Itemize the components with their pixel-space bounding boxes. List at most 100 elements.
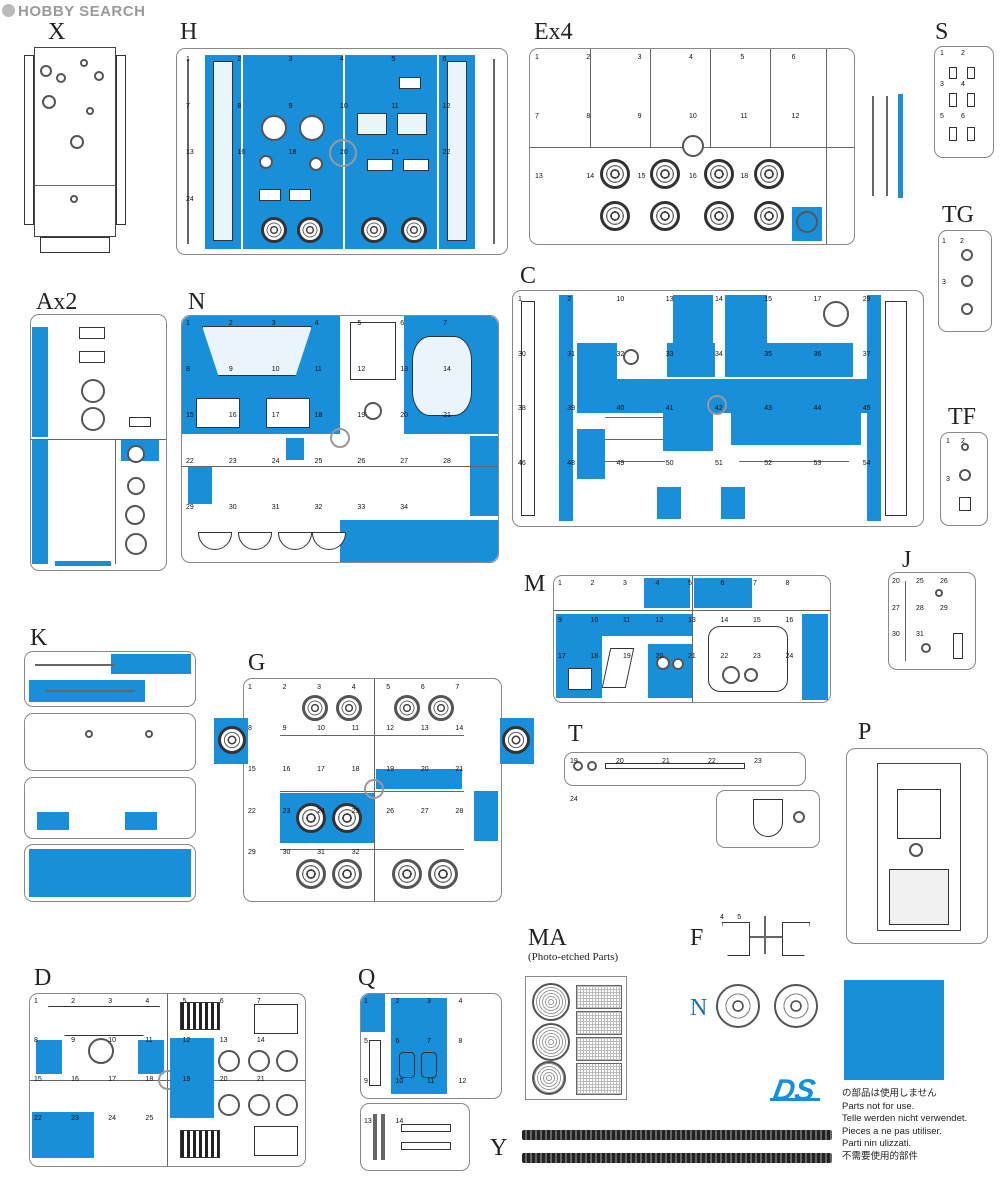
part-number-h: 3 — [288, 56, 293, 63]
part-number-ex4: 18 — [740, 172, 749, 180]
part-number-m: 21 — [688, 653, 696, 661]
part-number-m: 17 — [558, 653, 566, 661]
part-number-c: 37 — [862, 350, 871, 358]
sprue-label-p: P — [858, 719, 872, 745]
part-number-m: 4 — [655, 580, 660, 587]
part-number-n: 18 — [314, 412, 323, 419]
brand-logo-stripe — [770, 1098, 820, 1101]
part-number-g: 21 — [455, 766, 464, 774]
part-number-c: 42 — [715, 405, 723, 412]
part-number-h: 1 — [186, 56, 190, 63]
sprue-label-q: Q — [358, 965, 376, 991]
part-number-n: 6 — [400, 320, 405, 327]
sprue-label-n: N — [188, 289, 206, 315]
part-number-d: 1 — [34, 998, 38, 1005]
part-number-m: 15 — [753, 616, 761, 624]
part-number-h: 12 — [442, 102, 451, 110]
sprue-t — [564, 752, 806, 786]
brand-logo: DS — [770, 1074, 818, 1107]
part-number-j: 20 — [892, 578, 900, 585]
part-number-q: 13 — [364, 1118, 372, 1125]
part-number-d: 9 — [71, 1037, 76, 1044]
sprue-label-ax2: Ax2 — [36, 289, 78, 315]
part-number-d: 11 — [145, 1037, 153, 1044]
part-number-f: 5 — [737, 914, 742, 921]
part-number-g: 29 — [248, 848, 256, 856]
part-number-g: 8 — [248, 725, 252, 733]
part-number-c: 43 — [764, 405, 773, 412]
part-number-h: 10 — [340, 102, 348, 110]
part-number-s: 5 — [940, 112, 944, 120]
sprue-label-m: M — [524, 571, 546, 597]
part-number-c: 10 — [616, 296, 625, 303]
part-number-ex4: 12 — [791, 113, 800, 121]
part-number-m: 16 — [785, 616, 794, 624]
sprue-n-wheels — [712, 982, 822, 1032]
part-number-n: 22 — [186, 458, 194, 465]
part-number-n: 31 — [271, 504, 280, 511]
part-number-h: 2 — [237, 56, 242, 63]
part-number-n: 25 — [314, 458, 323, 465]
part-number-m: 8 — [785, 580, 790, 587]
part-number-n: 27 — [400, 458, 409, 465]
part-number-d: 2 — [71, 998, 76, 1005]
part-number-d: 22 — [34, 1115, 42, 1122]
part-number-g: 15 — [248, 766, 256, 774]
part-number-m: 3 — [623, 580, 627, 587]
part-number-c: 54 — [862, 459, 871, 467]
part-number-c: 31 — [567, 350, 576, 358]
sprue-j — [888, 572, 976, 670]
part-number-d: 14 — [256, 1037, 265, 1044]
site-logo: HOBBY SEARCH — [2, 3, 145, 20]
part-number-n: 8 — [186, 366, 190, 373]
sprue-label-x: X — [48, 19, 66, 45]
part-number-tf: 2 — [961, 438, 965, 445]
part-number-d: 21 — [256, 1076, 265, 1083]
part-number-m: 9 — [558, 616, 562, 624]
part-number-s: 6 — [961, 112, 965, 120]
part-number-n: 26 — [357, 458, 366, 465]
sprue-k-1 — [24, 651, 196, 707]
part-number-n: 9 — [228, 366, 233, 373]
part-number-c: 2 — [567, 296, 572, 303]
part-number-c: 15 — [764, 296, 773, 303]
track-link-1 — [522, 1130, 832, 1140]
part-number-c: 29 — [862, 296, 871, 303]
sprue-k-3 — [24, 777, 196, 839]
part-number-c: 1 — [518, 296, 522, 303]
part-number-m: 6 — [720, 580, 725, 587]
part-number-j: 31 — [916, 631, 924, 639]
part-number-h: 8 — [237, 102, 242, 110]
part-number-q: 3 — [427, 998, 431, 1005]
sprue-h — [176, 48, 508, 255]
sprue-d — [29, 993, 306, 1167]
part-number-j: 27 — [892, 604, 900, 612]
part-number-n: 11 — [314, 366, 322, 373]
logo-mark-icon — [2, 4, 15, 17]
part-number-g: 13 — [420, 725, 429, 733]
part-number-n: 10 — [271, 366, 280, 373]
part-number-g: 27 — [420, 807, 429, 815]
part-number-g: 32 — [351, 848, 360, 856]
part-number-q: 12 — [458, 1078, 467, 1085]
sprue-label-tf: TF — [948, 404, 977, 430]
part-number-t: 21 — [662, 758, 670, 765]
part-number-m: 1 — [558, 580, 562, 587]
part-number-d: 6 — [219, 998, 224, 1005]
sprue-c — [512, 290, 924, 527]
part-number-m: 13 — [688, 616, 696, 624]
part-number-n: 7 — [443, 320, 448, 327]
part-number-n: 1 — [186, 320, 190, 327]
sprue-label-h: H — [180, 19, 198, 45]
part-number-c: 48 — [567, 459, 576, 467]
part-number-n: 30 — [228, 504, 237, 511]
sprue-g — [243, 678, 502, 902]
part-number-g: 16 — [282, 766, 291, 774]
part-number-g: 19 — [386, 766, 395, 774]
part-number-h: 20 — [340, 149, 348, 156]
part-number-g: 3 — [317, 684, 322, 691]
part-number-ex4: 16 — [689, 172, 697, 180]
part-number-d: 13 — [219, 1037, 228, 1044]
part-number-h: 6 — [442, 56, 447, 63]
legend-note: の部品は使用しません Parts not for use. Telle werd… — [842, 1088, 967, 1164]
